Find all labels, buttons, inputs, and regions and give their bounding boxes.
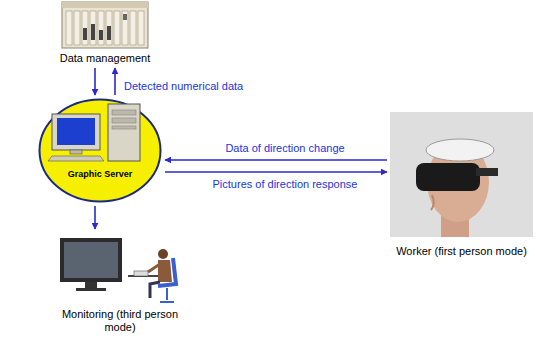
flow-arrow: [94, 206, 96, 229]
drive-bay: [112, 118, 136, 123]
rack-body: [62, 2, 148, 48]
node-caption: Worker (first person mode): [390, 245, 533, 258]
rack-module: [83, 28, 87, 40]
edge-label: Pictures of direction response: [213, 178, 358, 191]
flow-arrow: [94, 68, 96, 95]
flow-arrow: [165, 159, 387, 161]
illustration-space: [52, 0, 158, 52]
rack-slot: [90, 11, 96, 45]
photo-ground: [390, 112, 533, 237]
illustration-space: [45, 232, 195, 308]
flow-arrow: [165, 171, 387, 173]
rack-slot: [82, 11, 88, 45]
edge-label: Detected numerical data: [124, 80, 243, 93]
monitor-stand: [70, 150, 82, 154]
rack-top: [62, 2, 148, 8]
node-caption: Data management: [52, 52, 158, 65]
display-arm: [476, 168, 498, 176]
flow-arrow: [114, 68, 116, 95]
monitor-base: [76, 288, 106, 291]
monitor-frame: [52, 114, 100, 150]
rack-module: [99, 30, 103, 40]
server-label: Graphic Server: [38, 169, 162, 180]
rack-module: [91, 24, 95, 40]
data-management-node: Data management: [52, 0, 158, 65]
monitor-frame: [60, 238, 122, 282]
person-arm: [148, 264, 160, 272]
rack-illustration: [62, 2, 148, 48]
drive-bay: [112, 110, 136, 115]
rack-slot: [122, 11, 128, 45]
rack-module: [107, 26, 111, 40]
edge-label: Data of direction change: [225, 142, 344, 155]
desk-computer: [134, 271, 148, 276]
person-body: [158, 260, 172, 282]
illustration-space: [390, 112, 533, 245]
keyboard: [48, 156, 104, 161]
mouth-line: [431, 195, 434, 210]
server-ellipse-outline: [40, 100, 161, 202]
rack-slot: [74, 11, 80, 45]
rack-slot: [138, 11, 144, 45]
monitor-stand: [85, 282, 97, 288]
node-caption: Monitoring (third person mode): [45, 308, 195, 334]
graphic-server-node: Graphic Server: [38, 98, 162, 203]
monitoring-illustration: [60, 238, 176, 302]
server-ellipse: [38, 98, 162, 203]
rack-slot: [114, 11, 120, 45]
monitor-screen: [64, 242, 118, 278]
monitoring-node: Monitoring (third person mode): [45, 232, 195, 334]
chair-base: [160, 288, 174, 302]
rack-module: [123, 14, 127, 20]
worker-node: Worker (first person mode): [390, 112, 533, 258]
rack-slot: [66, 11, 72, 45]
person-head: [158, 249, 168, 259]
headband: [426, 139, 494, 161]
rack-slot: [106, 11, 112, 45]
drive-bay: [112, 126, 136, 129]
monitor-screen: [57, 118, 95, 145]
head-mounted-display: [416, 163, 480, 191]
tower-case: [108, 104, 140, 161]
chair: [158, 258, 176, 286]
rack-slot: [98, 11, 104, 45]
worker-photo: [390, 112, 533, 237]
rack-slot: [130, 11, 136, 45]
